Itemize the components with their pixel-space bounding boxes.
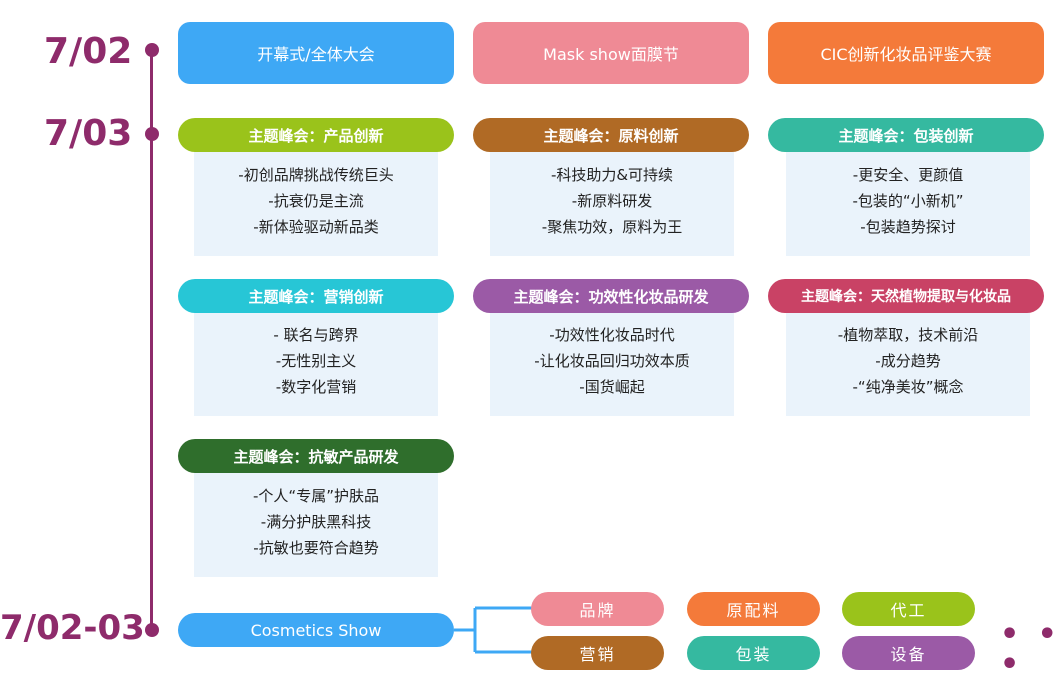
summit-title-product: 主题峰会：产品创新 <box>178 118 454 152</box>
date-label-0702: 7/02 <box>44 31 133 72</box>
summit-title-material: 主题峰会：原料创新 <box>473 118 749 152</box>
event-cic-contest: CIC创新化妆品评鉴大赛 <box>768 22 1044 84</box>
summit-card-marketing: - 联名与跨界 -无性别主义 -数字化营销 <box>194 310 438 416</box>
timeline-dot-0702-03 <box>145 623 159 637</box>
date-label-0703: 7/03 <box>44 113 133 154</box>
summit-item: -植物萃取，技术前沿 <box>837 326 979 344</box>
summit-item: -新原料研发 <box>571 192 653 210</box>
summit-title-anti-allergy: 主题峰会：抗敏产品研发 <box>178 439 454 473</box>
summit-card-material: -科技助力&可持续 -新原料研发 -聚焦功效，原料为王 <box>490 150 734 256</box>
summit-title-marketing: 主题峰会：营销创新 <box>178 279 454 313</box>
summit-item: -“纯净美妆”概念 <box>852 378 964 396</box>
summit-card-packaging: -更安全、更颜值 -包装的“小新机” -包装趋势探讨 <box>786 150 1030 256</box>
tag-ingredients: 原配料 <box>687 592 820 626</box>
date-label-0702-03: 7/02-03 <box>0 608 145 648</box>
timeline-line <box>150 48 153 630</box>
summit-item: -个人“专属”护肤品 <box>253 487 379 505</box>
summit-item: -让化妆品回归功效本质 <box>534 352 690 370</box>
tag-brand: 品牌 <box>531 592 664 626</box>
summit-item: -新体验驱动新品类 <box>253 218 379 236</box>
summit-item: -国货崛起 <box>579 378 645 396</box>
summit-item: -更安全、更颜值 <box>852 166 964 184</box>
tag-equipment: 设备 <box>842 636 975 670</box>
summit-item: -科技助力&可持续 <box>550 166 674 184</box>
timeline-dot-0702 <box>145 43 159 57</box>
summit-item: -满分护肤黑科技 <box>260 513 372 531</box>
summit-card-efficacy: -功效性化妆品时代 -让化妆品回归功效本质 -国货崛起 <box>490 310 734 416</box>
tag-packaging: 包装 <box>687 636 820 670</box>
summit-title-efficacy: 主题峰会：功效性化妆品研发 <box>473 279 749 313</box>
summit-item: -抗衰仍是主流 <box>268 192 364 210</box>
more-ellipsis: • • • <box>1000 617 1061 682</box>
cosmetics-show: Cosmetics Show <box>178 613 454 647</box>
summit-item: -无性别主义 <box>275 352 357 370</box>
tag-oem: 代工 <box>842 592 975 626</box>
summit-item: -抗敏也要符合趋势 <box>253 539 379 557</box>
summit-item: -初创品牌挑战传统巨头 <box>238 166 394 184</box>
tag-marketing: 营销 <box>531 636 664 670</box>
summit-item: -数字化营销 <box>275 378 357 396</box>
timeline-dot-0703 <box>145 127 159 141</box>
summit-item: -功效性化妆品时代 <box>549 326 675 344</box>
summit-title-packaging: 主题峰会：包装创新 <box>768 118 1044 152</box>
summit-card-botanical: -植物萃取，技术前沿 -成分趋势 -“纯净美妆”概念 <box>786 310 1030 416</box>
summit-item: -聚焦功效，原料为王 <box>541 218 683 236</box>
summit-card-anti-allergy: -个人“专属”护肤品 -满分护肤黑科技 -抗敏也要符合趋势 <box>194 471 438 577</box>
summit-item: -成分趋势 <box>875 352 941 370</box>
summit-item: -包装趋势探讨 <box>860 218 956 236</box>
summit-card-product: -初创品牌挑战传统巨头 -抗衰仍是主流 -新体验驱动新品类 <box>194 150 438 256</box>
summit-item: - 联名与跨界 <box>273 326 359 344</box>
event-opening: 开幕式/全体大会 <box>178 22 454 84</box>
event-mask-show: Mask show面膜节 <box>473 22 749 84</box>
summit-item: -包装的“小新机” <box>852 192 964 210</box>
summit-title-botanical: 主题峰会：天然植物提取与化妆品 <box>768 279 1044 313</box>
